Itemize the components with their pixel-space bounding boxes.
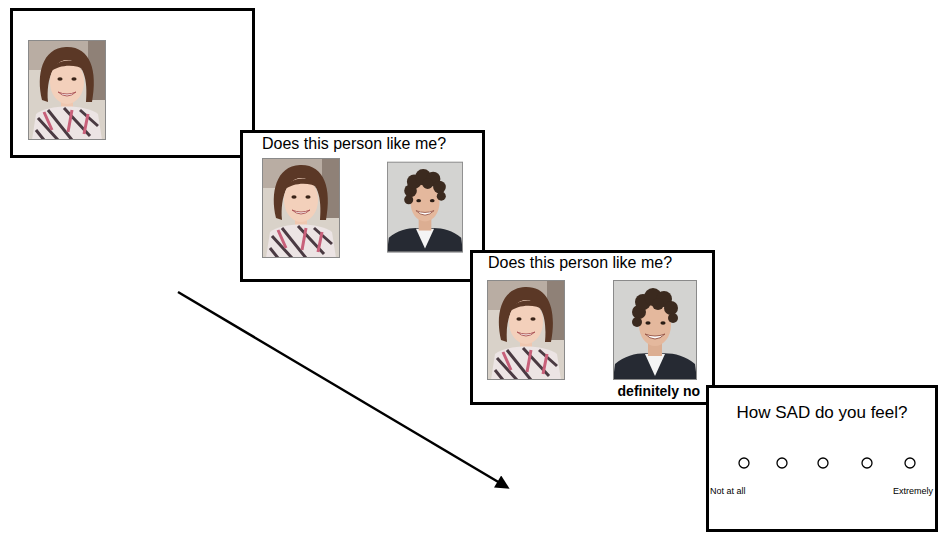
photo-pair xyxy=(473,253,712,402)
rating-option xyxy=(905,458,915,468)
rating-option xyxy=(777,458,787,468)
scale-label: Not at all xyxy=(710,486,746,496)
rating-option xyxy=(739,458,749,468)
face-photo xyxy=(387,162,463,252)
question-text: How SAD do you feel? xyxy=(736,403,907,423)
rating-option xyxy=(818,458,828,468)
screen-frame xyxy=(12,10,254,157)
rating-option xyxy=(862,458,872,468)
time-arrow xyxy=(178,292,500,483)
face-photo xyxy=(262,158,340,258)
face-photo xyxy=(28,40,106,140)
scale-label: Extremely xyxy=(893,486,933,496)
question-text: Does this person like me? xyxy=(262,135,446,153)
screen-frame: How SAD do you feel? Not at all Extremely xyxy=(706,385,938,532)
question-text: Does this person like me? xyxy=(488,254,672,272)
face-photo xyxy=(613,280,697,380)
screen-frame: Does this person like me? xyxy=(240,130,485,282)
response-text: definitely no xyxy=(618,383,700,399)
photo-pair xyxy=(243,133,482,279)
screen-frame: Does this person like me? definitely no xyxy=(470,250,715,405)
face-photo xyxy=(487,280,565,380)
